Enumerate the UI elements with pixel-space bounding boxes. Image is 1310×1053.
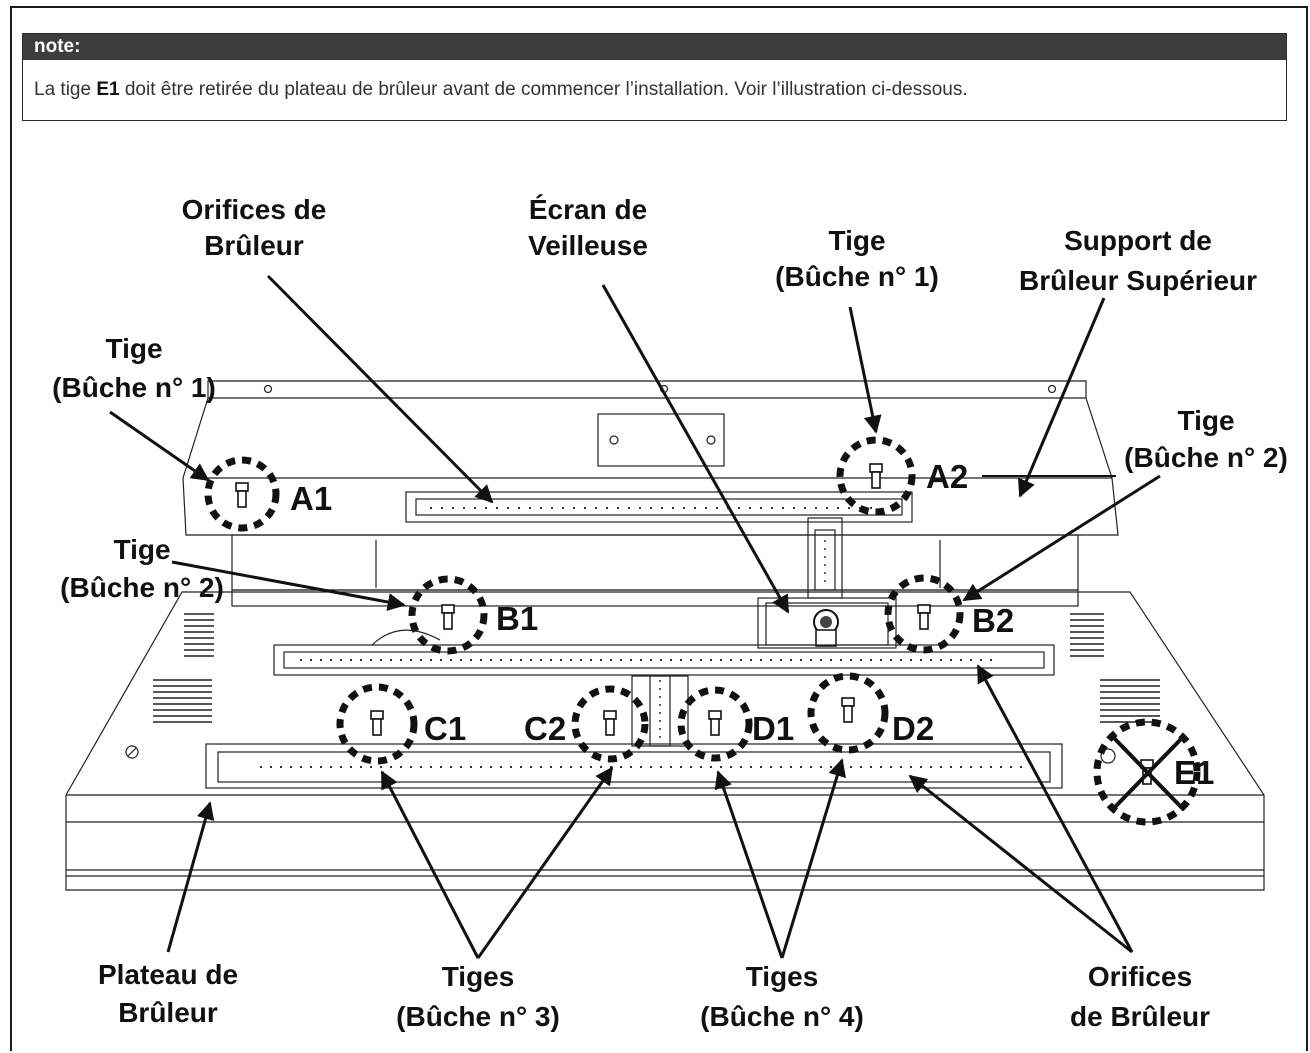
arrow-tige-b2 [962, 474, 1161, 602]
arrow-tiges3-left [380, 770, 480, 959]
pin-b2 [917, 604, 931, 630]
lower-burner-tube [205, 743, 1063, 789]
pin-d2 [841, 697, 855, 723]
upper-burner-tube [405, 491, 913, 523]
remove-x-mark [1110, 734, 1186, 812]
label-orifices-top-1: Orifices de [182, 194, 327, 225]
circle-b1 [408, 575, 488, 655]
arrow-tiges4-left [714, 770, 784, 959]
marker-d2: D2 [892, 710, 934, 747]
note-heading: note: [23, 34, 1286, 60]
label-plateau-1: Plateau de [98, 959, 238, 990]
marker-c1: C1 [424, 710, 466, 747]
circle-d1 [677, 686, 753, 762]
arrow-plateau [166, 801, 215, 953]
arrow-orifices-top [266, 274, 494, 504]
arrow-support [1018, 297, 1106, 498]
label-tige-a1-2: (Bûche n° 1) [52, 372, 216, 403]
note-text-bold: E1 [96, 79, 120, 100]
circle-e1 [1093, 718, 1201, 826]
label-tiges4-1: Tiges [746, 961, 819, 992]
label-tiges3-2: (Bûche n° 3) [396, 1001, 560, 1032]
marker-d1: D1 [752, 710, 794, 747]
pin-a1 [235, 482, 249, 508]
callout-arrows [109, 274, 1161, 959]
arrow-tige-a1 [109, 410, 210, 482]
note-text: La tige E1 doit être retirée du plateau … [34, 79, 968, 101]
right-vents [1070, 613, 1160, 723]
circle-a2 [836, 436, 916, 516]
note-text-start: La tige [34, 79, 97, 100]
marker-e1: E1 [1174, 754, 1214, 791]
label-support-2: Brûleur Supérieur [1019, 265, 1257, 296]
label-support-1: Support de [1064, 225, 1212, 256]
pin-c1 [370, 710, 384, 736]
label-tiges4-2: (Bûche n° 4) [700, 1001, 864, 1032]
label-ecran-2: Veilleuse [528, 230, 648, 261]
label-orifices-bot-1: Orifices [1088, 961, 1192, 992]
dashed-circles [204, 436, 1201, 826]
page-frame [10, 6, 1308, 1051]
circle-c1 [336, 683, 418, 765]
arrow-orifices-bot-left [908, 774, 1133, 954]
circle-a1 [204, 456, 280, 532]
label-tige-b1-1: Tige [113, 534, 170, 565]
marker-b1: B1 [496, 600, 538, 637]
label-tige-a2-2: (Bûche n° 1) [775, 261, 939, 292]
arrow-ecran [601, 284, 790, 614]
label-tiges3-1: Tiges [442, 961, 515, 992]
circle-b2 [884, 574, 964, 654]
center-manifold [631, 675, 689, 747]
label-ecran-1: Écran de [529, 194, 647, 225]
label-tige-a2-1: Tige [828, 225, 885, 256]
middle-back-panel [231, 517, 1079, 607]
marker-a1: A1 [290, 480, 332, 517]
marker-c2: C2 [524, 710, 566, 747]
circle-d2 [807, 672, 889, 754]
note-box: note: La tige E1 doit être retirée du pl… [22, 33, 1287, 121]
arrow-tige-b1 [171, 560, 406, 611]
arrow-tiges3-right [476, 766, 614, 959]
label-tige-b1-2: (Bûche n° 2) [60, 572, 224, 603]
note-text-end: doit être retirée du plateau de brûleur … [119, 79, 968, 100]
label-tige-b2-2: (Bûche n° 2) [1124, 442, 1288, 473]
label-plateau-2: Brûleur [118, 997, 218, 1028]
marker-letters: A1 A2 B1 B2 C1 C2 D1 D2 E1 [290, 458, 1214, 791]
arrow-tiges4-right [780, 758, 846, 959]
marker-b2: B2 [972, 602, 1014, 639]
marker-a2: A2 [926, 458, 968, 495]
burner-tray [65, 591, 1265, 891]
label-tige-b2-1: Tige [1177, 405, 1234, 436]
pin-b1 [441, 604, 455, 630]
pin-d1 [708, 710, 722, 736]
pin-c2 [603, 710, 617, 736]
arrow-tige-a2 [848, 306, 882, 434]
circle-c2 [571, 685, 649, 763]
pin-a2 [869, 463, 883, 489]
middle-burner-tube [273, 629, 1055, 676]
label-orifices-bot-2: de Brûleur [1070, 1001, 1210, 1032]
label-tige-a1-1: Tige [105, 333, 162, 364]
label-orifices-top-2: Brûleur [204, 230, 304, 261]
burner-drawing [65, 380, 1265, 891]
left-vents [153, 613, 214, 723]
upper-burner-support [182, 380, 1119, 536]
pins [235, 463, 1154, 785]
callout-labels: Orifices de Brûleur Écran de Veilleuse T… [52, 194, 1288, 1032]
arrow-orifices-bot-right [976, 664, 1134, 953]
